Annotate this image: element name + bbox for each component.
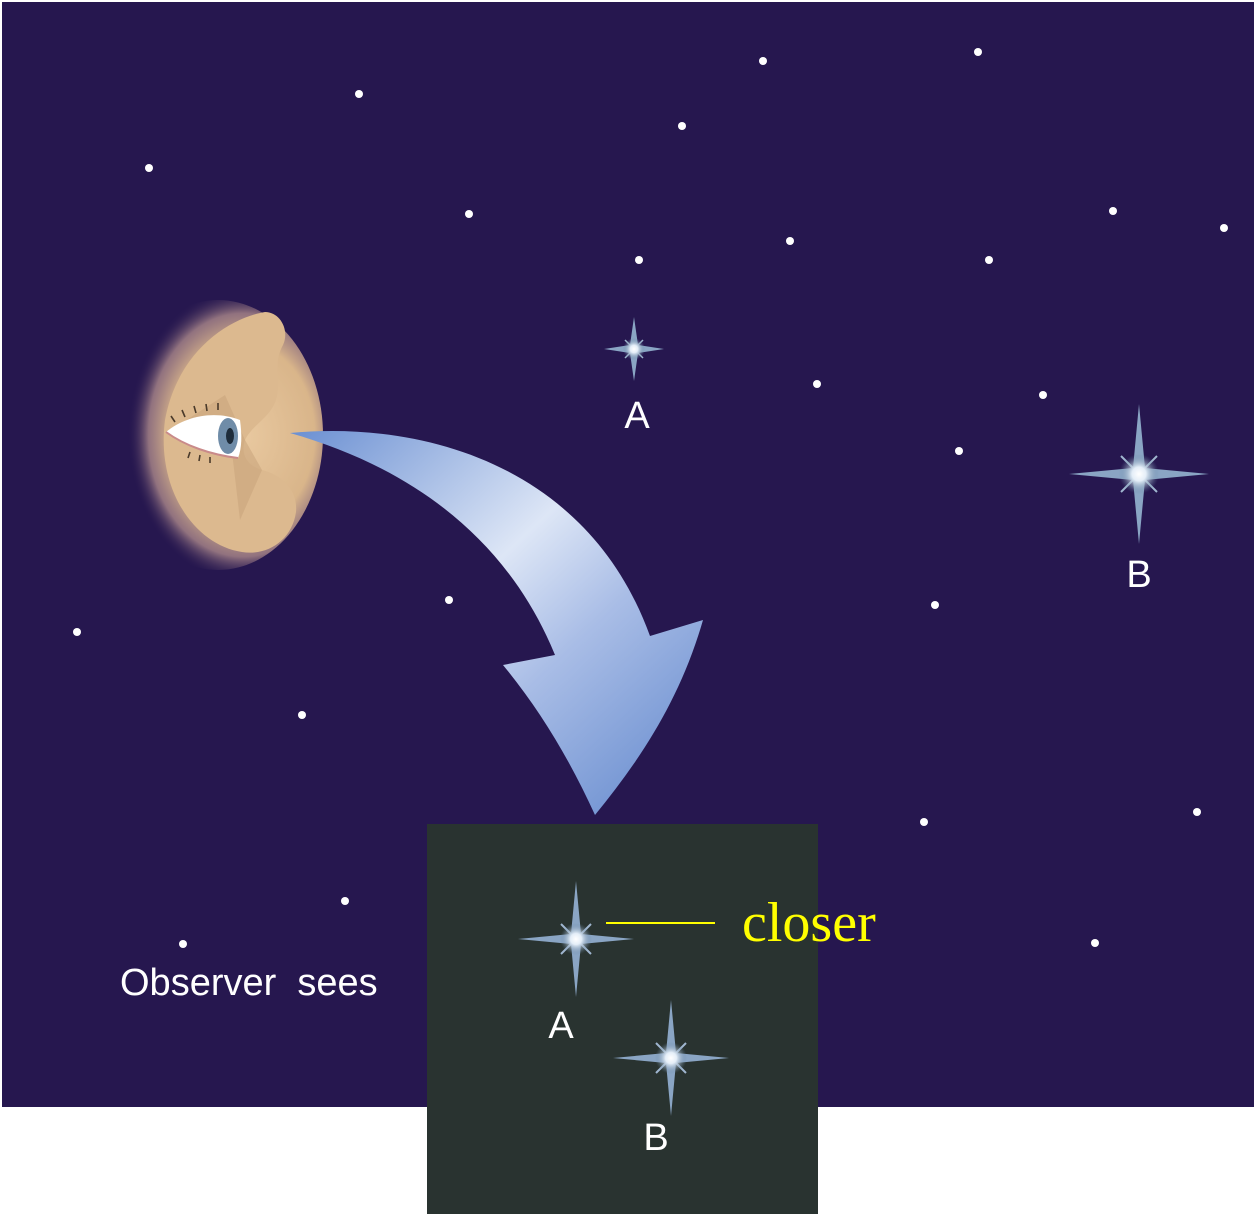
star-core [655, 1042, 687, 1074]
star-core [560, 923, 592, 955]
star-a [604, 317, 664, 381]
background-star [1039, 391, 1047, 399]
background-star [1220, 224, 1228, 232]
background-star [179, 940, 187, 948]
background-star [985, 256, 993, 264]
background-star [445, 596, 453, 604]
curved-arrow-icon [290, 431, 703, 815]
background-star [73, 628, 81, 636]
background-star [465, 210, 473, 218]
background-star [145, 164, 153, 172]
inset-star-b-label: B [643, 1117, 668, 1159]
background-star [955, 447, 963, 455]
closer-annotation: closer [742, 892, 876, 954]
background-star [786, 237, 794, 245]
background-star [920, 818, 928, 826]
background-star [355, 90, 363, 98]
star-core [1119, 454, 1159, 494]
background-star [635, 256, 643, 264]
background-stars [73, 48, 1228, 948]
eye-pupil [226, 428, 234, 444]
background-star [974, 48, 982, 56]
observer-sees-caption: Observer sees [120, 962, 378, 1004]
background-star [813, 380, 821, 388]
background-star [678, 122, 686, 130]
inset-star-a-label: A [548, 1005, 574, 1047]
background-star [1193, 808, 1201, 816]
inset-star-a [518, 881, 634, 997]
background-star [298, 711, 306, 719]
background-star [1091, 939, 1099, 947]
star-b-label: B [1126, 554, 1151, 596]
background-star [759, 57, 767, 65]
star-b [1069, 404, 1209, 544]
star-a-label: A [624, 395, 650, 437]
star-core [623, 338, 645, 360]
inset-star-b [613, 1000, 729, 1116]
eye-lashes [170, 403, 219, 463]
background-star [1109, 207, 1117, 215]
observer-eye-icon [113, 300, 323, 570]
eye-lid-line [165, 431, 239, 459]
observer-view-panel [427, 824, 818, 1214]
background-star [341, 897, 349, 905]
background-star [931, 601, 939, 609]
